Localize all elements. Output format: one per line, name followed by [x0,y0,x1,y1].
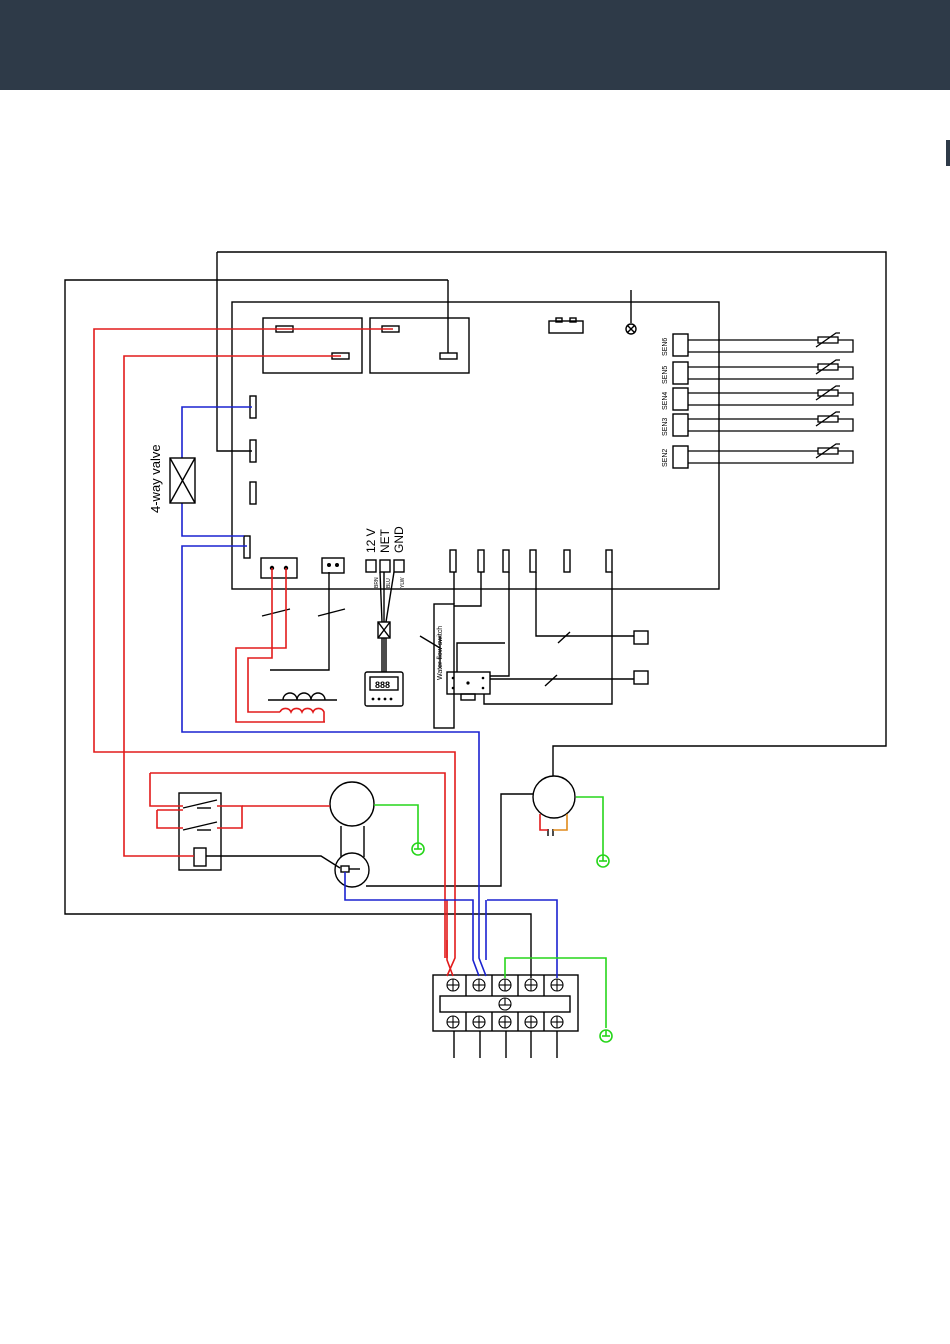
outer-loop-right [217,252,886,776]
comm-wire-brn: BRN [374,577,380,588]
board-fuse [549,321,583,333]
display-digits: 888 [375,680,390,690]
transformer-coil-bottom [280,708,324,722]
transformer-connector [261,558,297,578]
green-wire-fan [576,797,603,855]
transformer-coil-top [283,693,325,700]
fan-motor [533,776,575,818]
green-wire-terminal [505,958,606,1028]
aux-terminal-2 [634,671,648,684]
sensor-label-sen3: SEN3 [662,418,669,436]
flow-switch-label: Water flow switch [437,626,444,680]
compressor-overload [335,853,369,887]
sensor-label-sen6: SEN6 [662,338,669,356]
sensor-label-sen5: SEN5 [662,366,669,384]
compressor-motor [330,782,374,826]
valve-label: 4-way valve [148,444,163,513]
comm-wire-ylw: YLW [400,577,406,588]
sensor-label-sen4: SEN4 [662,392,669,410]
blue-wire-valve-bottom [182,503,244,536]
four-way-valve [170,458,195,503]
comm-label-gnd: GND [392,526,406,553]
aux-terminal-1 [634,631,648,644]
comm-label-net: NET [378,528,392,553]
outer-loop-left [65,280,531,978]
green-wire-compressor [374,805,418,843]
comm-label-12v: 12 V [364,528,378,553]
blue-wire-main [182,546,486,976]
main-control-board [232,302,719,589]
comm-wire-blu: BLU [386,578,392,588]
red-wire-1 [94,329,455,976]
transformer-secondary-connector [322,558,344,573]
sensor-label-sen2: SEN2 [662,449,669,467]
